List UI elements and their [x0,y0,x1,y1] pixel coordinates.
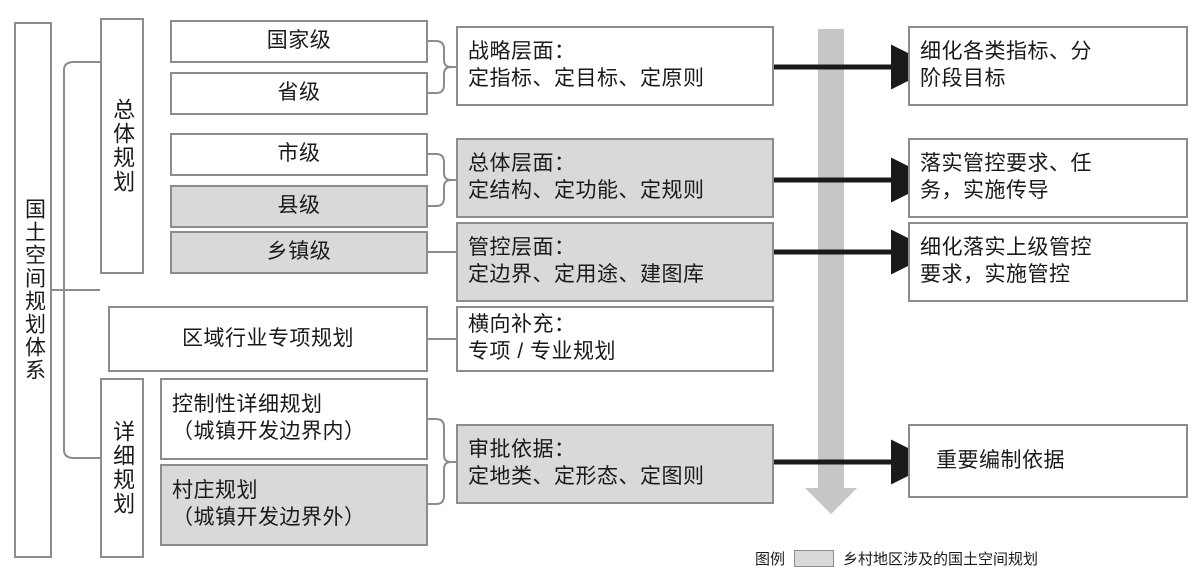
aspect-box-control[interactable]: 管控层面： 定边界、定用途、建图库 [456,222,774,302]
outcome-box-refine-superior[interactable]: 细化落实上级管控 要求，实施管控 [908,222,1188,302]
outcome-box-refine-indicators[interactable]: 细化各类指标、分 阶段目标 [908,26,1188,106]
root-node[interactable]: 国土空间规划体系 [14,22,52,558]
category-overall[interactable]: 总体规划 [100,18,144,274]
brace-strategy [428,40,456,94]
flow-down-arrow [805,29,857,514]
outcome-box-implement-control[interactable]: 落实管控要求、任 务，实施传导 [908,138,1188,218]
level-box-county[interactable]: 县级 [170,185,428,228]
level-box-city[interactable]: 市级 [170,133,428,176]
brace-overall-aspect [428,153,456,207]
level-box-village[interactable]: 村庄规划 （城镇开发边界外） [160,464,428,546]
level-box-provincial[interactable]: 省级 [170,72,428,115]
legend-title: 图例 [755,551,786,568]
aspect-box-overall[interactable]: 总体层面： 定结构、定功能、定规则 [456,138,774,218]
root-brace [52,61,100,459]
outcome-box-important-basis[interactable]: 重要编制依据 [908,424,1188,498]
legend-swatch-label: 乡村地区涉及的国土空间规划 [843,551,1039,568]
legend-swatch-icon [794,550,835,567]
level-box-township[interactable]: 乡镇级 [170,231,428,274]
aspect-box-horizontal[interactable]: 横向补充： 专项 / 专业规划 [456,306,774,372]
aspect-box-approval[interactable]: 审批依据： 定地类、定形态、定图则 [456,424,774,504]
level-box-regional-special[interactable]: 区域行业专项规划 [108,306,428,372]
brace-approval [428,418,456,505]
level-box-national[interactable]: 国家级 [170,20,428,63]
legend: 图例 乡村地区涉及的国土空间规划 [755,548,1038,569]
category-detailed[interactable]: 详细规划 [100,378,144,558]
level-box-regulatory-detailed[interactable]: 控制性详细规划 （城镇开发边界内） [160,378,428,460]
aspect-box-strategy[interactable]: 战略层面： 定指标、定目标、定原则 [456,26,774,106]
